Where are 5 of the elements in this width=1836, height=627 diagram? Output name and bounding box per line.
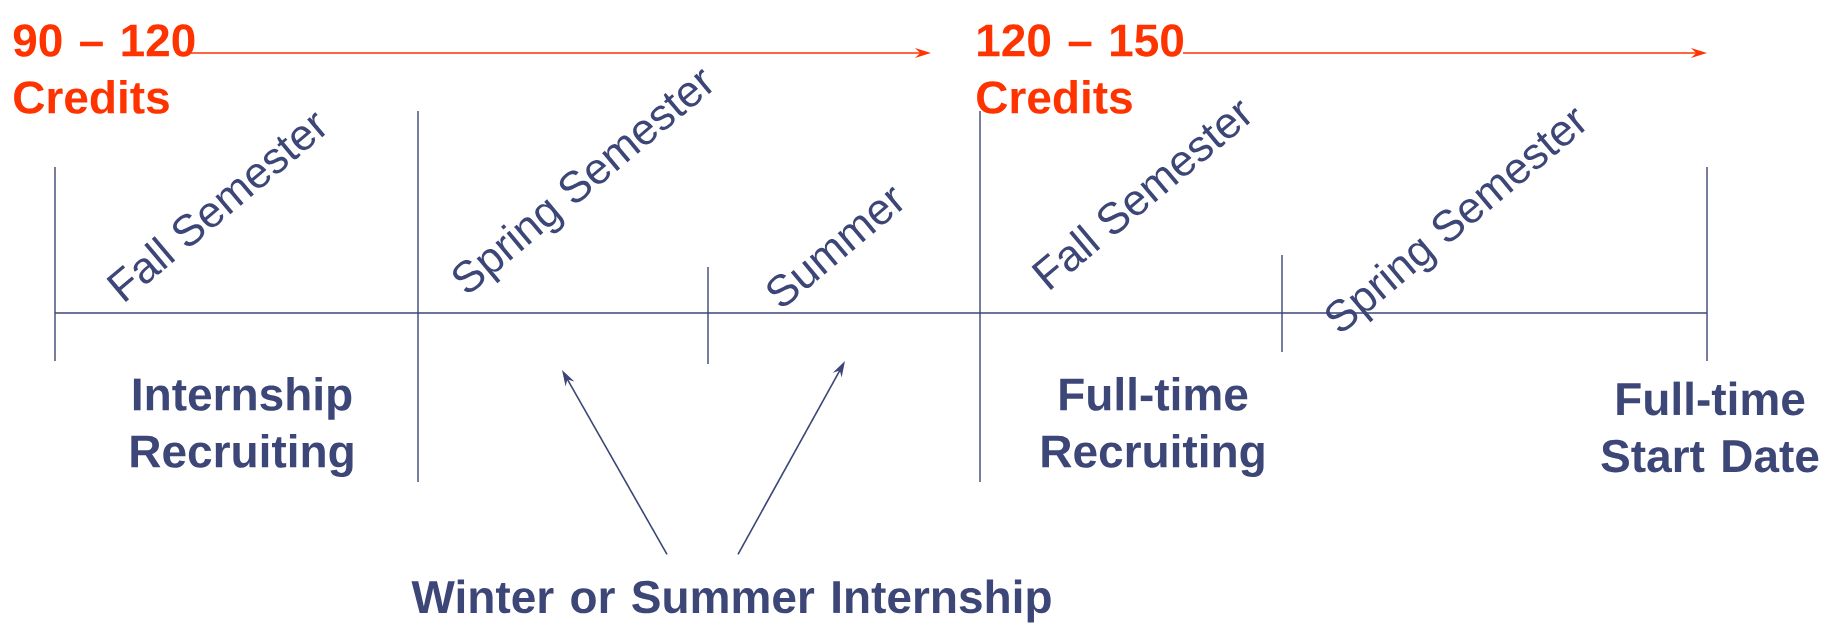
text-label: Winter or Summer Internship bbox=[411, 579, 1051, 623]
text-label: Internship Recruiting bbox=[131, 376, 353, 478]
text-label: Full-time Recruiting bbox=[1042, 376, 1264, 478]
text-label: 90 – 120 Credits bbox=[13, 24, 195, 114]
text-label: Full-time Start Date bbox=[1601, 381, 1819, 473]
